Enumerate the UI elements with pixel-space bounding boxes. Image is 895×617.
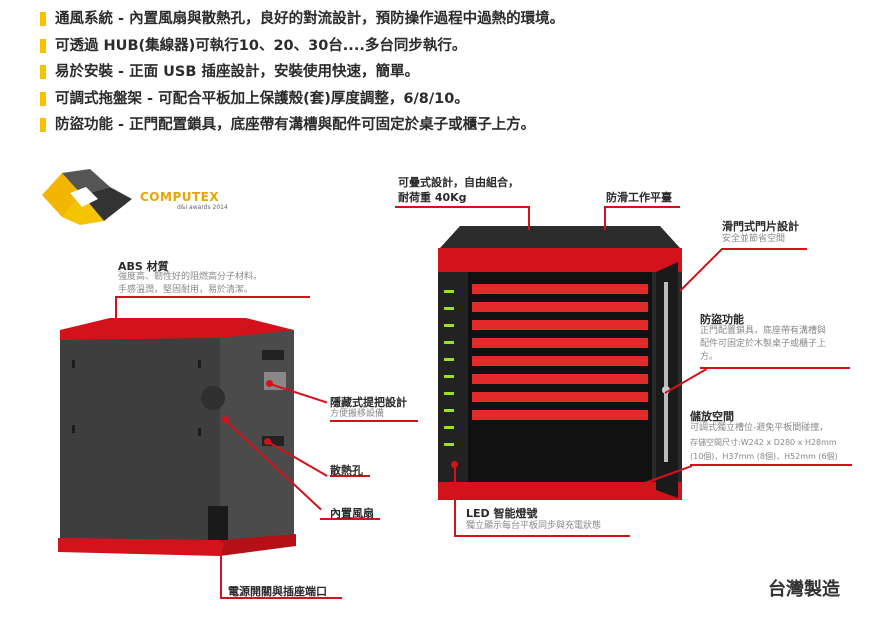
made-in-taiwan: 台灣製造 xyxy=(768,579,840,600)
stack-title-1: 可疊式設計，自由組合， xyxy=(398,176,519,189)
door-callout-line xyxy=(722,248,807,250)
logo-subtitle: d&i awards 2014 xyxy=(177,204,228,211)
storage-title: 儲放空間 xyxy=(690,410,734,423)
computex-logo-icon xyxy=(42,169,132,225)
storage-desc-3: (10個)，H37mm (8個)，H52mm (6個) xyxy=(690,452,838,461)
bullet-icon xyxy=(40,118,46,132)
antitheft-desc-1: 正門配置鎖具，底座帶有溝槽與 xyxy=(700,326,827,336)
bullet-icon xyxy=(40,38,46,53)
abs-callout-line xyxy=(115,296,310,298)
led-desc: 獨立顯示每台平板同步與充電狀態 xyxy=(466,521,602,531)
stack-callout-line xyxy=(395,206,530,208)
abs-title: ABS 材質 xyxy=(118,260,169,273)
feature-item: 防盜功能 - 正門配置鎖具，底座帶有溝槽與配件可固定於桌子或櫃子上方。 xyxy=(40,112,564,139)
vent-title: 散熱孔 xyxy=(330,464,363,477)
fan-dot xyxy=(222,416,229,423)
feature-item: 可透過 HUB(集線器)可執行10、20、30台....多台同步執行。 xyxy=(40,33,564,60)
cabinet-rear-image xyxy=(58,318,296,556)
led-column xyxy=(444,290,454,446)
bullet-icon xyxy=(40,65,46,79)
door-desc: 安全並節省空間 xyxy=(722,234,786,244)
led-dot xyxy=(451,461,458,468)
led-callout-line xyxy=(454,535,630,537)
feature-list: 通風系統 - 內置風扇與散熱孔，良好的對流設計，預防操作過程中過熱的環境。 可透… xyxy=(40,6,564,139)
antitheft-title: 防盜功能 xyxy=(700,313,744,326)
platform-callout-line xyxy=(604,206,680,208)
storage-callout-line xyxy=(690,464,852,466)
antitheft-callout-line xyxy=(700,367,850,369)
handle-desc: 方便搬移設備 xyxy=(330,409,385,419)
power-callout-line xyxy=(220,546,222,599)
fan-callout-line xyxy=(320,518,380,520)
fan-title: 內置風扇 xyxy=(330,507,374,520)
platform-callout-line xyxy=(604,206,606,230)
antitheft-desc-3: 方。 xyxy=(700,352,719,362)
led-callout-line xyxy=(454,466,456,536)
abs-desc-1: 強度高、韌性好的阻燃高分子材料。 xyxy=(118,272,263,282)
abs-desc-2: 手感溫潤，堅固耐用，易於清潔。 xyxy=(118,285,254,295)
platform-title: 防滑工作平臺 xyxy=(606,191,672,204)
power-title: 電源開關與插座端口 xyxy=(228,585,327,598)
abs-callout-line xyxy=(115,296,117,330)
logo-name: COMPUTEX xyxy=(140,190,220,204)
handle-title: 隱藏式提把設計 xyxy=(330,396,407,409)
bullet-icon xyxy=(40,91,46,106)
door-title: 滑門式門片設計 xyxy=(722,220,799,233)
stack-title-2: 耐荷重 40Kg xyxy=(398,191,467,204)
vent-dot xyxy=(264,438,271,445)
storage-desc-2: 存儲空間尺寸:W242 x D280 x H28mm xyxy=(690,438,837,447)
feature-item: 可調式拖盤架 - 可配合平板加上保護殼(套)厚度調整，6/8/10。 xyxy=(40,86,564,113)
antitheft-desc-2: 配件可固定於木製桌子或櫃子上 xyxy=(700,339,827,349)
handle-dot xyxy=(266,380,273,387)
feature-item: 易於安裝 - 正面 USB 插座設計，安裝使用快速，簡單。 xyxy=(40,59,564,86)
handle-callout-line xyxy=(330,420,418,422)
power-dot xyxy=(217,542,224,549)
stack-callout-line xyxy=(528,206,530,230)
bullet-icon xyxy=(40,12,46,26)
vent-callout-line xyxy=(330,475,370,477)
power-callout-line xyxy=(220,597,342,599)
storage-desc-1: 可調式獨立槽位-避免平板間碰撞， xyxy=(690,423,829,433)
feature-item: 通風系統 - 內置風扇與散熱孔，良好的對流設計，預防操作過程中過熱的環境。 xyxy=(40,6,564,33)
led-title: LED 智能燈號 xyxy=(466,507,538,520)
